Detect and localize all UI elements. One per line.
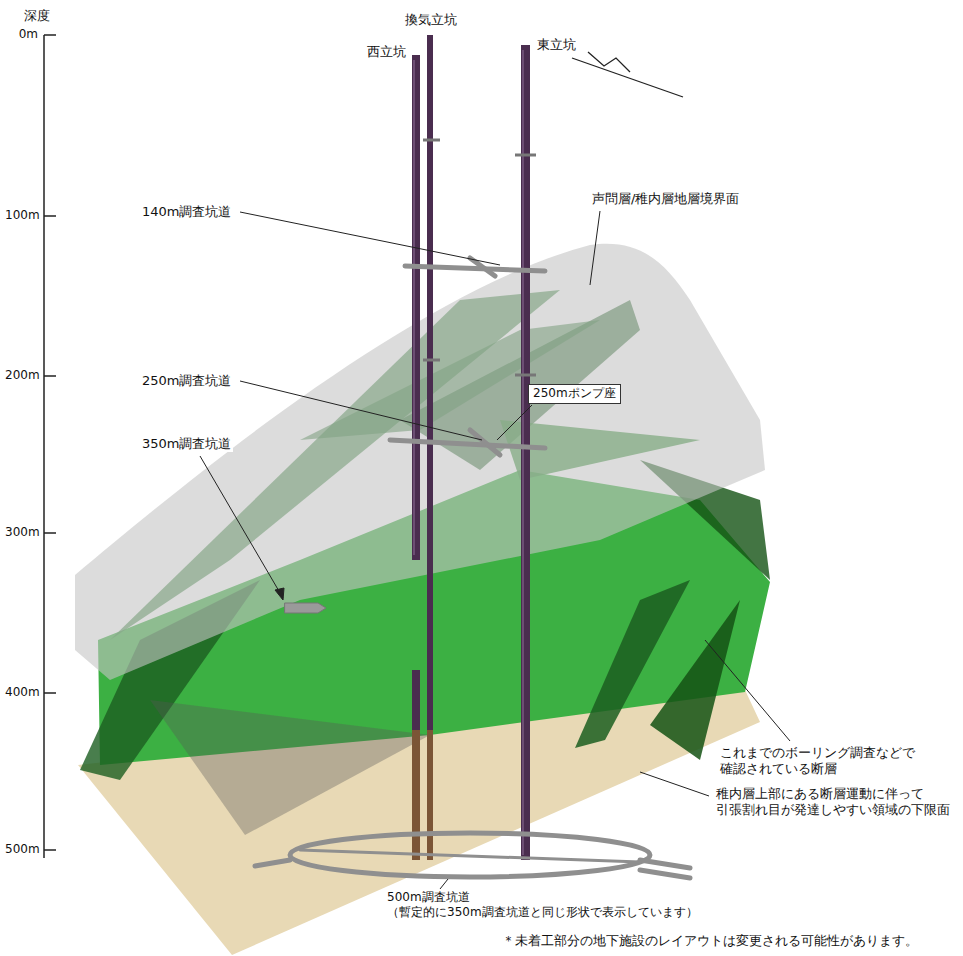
axis-title: 深度 <box>22 8 52 24</box>
depth-tick-label: 100m <box>3 208 42 223</box>
gallery-label: 140m調査坑道 <box>140 204 233 220</box>
depth-axis <box>44 35 56 858</box>
north-symbol <box>572 52 683 97</box>
surface-label: 声問層/稚内層地層境界面 <box>590 191 741 207</box>
gallery-label: 250m調査坑道 <box>140 373 233 389</box>
depth-tick-label: 400m <box>3 685 42 700</box>
depth-tick-label: 500m <box>3 842 42 857</box>
shaft-name: 換気立坑 <box>403 12 459 28</box>
gallery-label: 500m調査坑道 （暫定的に350m調査坑道と同じ形状で表示しています） <box>385 890 719 920</box>
note: ＊未着工部分の地下施設のレイアウトは変更される可能性があります。 <box>500 933 920 949</box>
depth-tick-label: 0m <box>17 27 40 42</box>
limit-plane-label: 稚内層上部にある断層運動に伴って 引張割れ目が発達しやすい領域の下限面 <box>714 786 960 819</box>
leader-lines <box>200 211 790 889</box>
research-galleries <box>255 258 690 878</box>
shaft-name: 西立坑 <box>365 44 408 60</box>
callout-text: 250mポンプ座 <box>533 386 616 402</box>
gallery-label: 350m調査坑道 <box>140 436 233 452</box>
callout-box: 250mポンプ座 <box>528 384 621 404</box>
depth-tick-label: 200m <box>3 368 42 383</box>
shaft-name: 東立坑 <box>535 37 578 53</box>
fault-label: これまでのボーリング調査などで 確認されている断層 <box>718 745 927 778</box>
depth-tick-label: 300m <box>3 525 42 540</box>
